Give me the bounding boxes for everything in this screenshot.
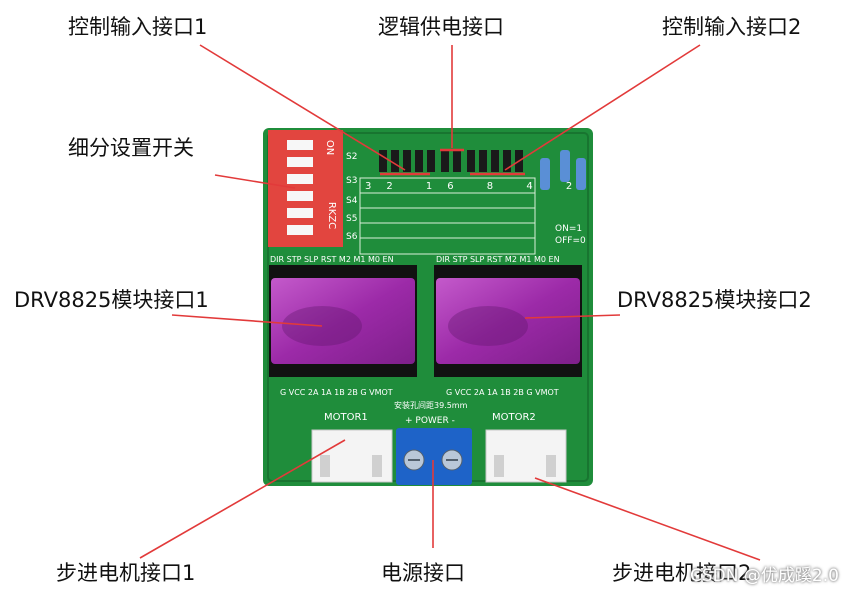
label-microstep-switch: 细分设置开关 bbox=[68, 136, 194, 160]
dip-on-label: ON bbox=[324, 139, 336, 156]
silk-pins-bottom-2: G VCC 2A 1A 1B 2B G VMOT bbox=[446, 388, 559, 397]
silk-motor2: MOTOR2 bbox=[492, 412, 536, 423]
label-drv-2: DRV8825模块接口2 bbox=[617, 288, 812, 312]
dip-brand: RKZC bbox=[326, 201, 338, 230]
power-terminal bbox=[396, 428, 472, 485]
label-motor-port-1: 步进电机接口1 bbox=[56, 561, 196, 585]
silk-s6: S6 bbox=[346, 232, 358, 242]
label-ctrl-input-2: 控制输入接口2 bbox=[662, 15, 802, 39]
silk-pins-bottom-1: G VCC 2A 1A 1B 2B G VMOT bbox=[280, 388, 393, 397]
motor2-connector bbox=[485, 429, 567, 483]
silk-s5: S5 bbox=[346, 214, 358, 224]
drv-socket-1 bbox=[269, 265, 417, 377]
silk-power: + POWER - bbox=[405, 416, 455, 426]
silk-pins-top-1: DIR STP SLP RST M2 M1 M0 EN bbox=[270, 255, 394, 264]
silk-table-head: 32 16 8 4 2 1 bbox=[365, 181, 627, 192]
dip-switch bbox=[268, 130, 343, 247]
label-drv-1: DRV8825模块接口1 bbox=[14, 288, 209, 312]
motor1-connector bbox=[311, 429, 393, 483]
silk-mount-hole: 安装孔间距39.5mm bbox=[394, 401, 468, 410]
silk-on-off-2: OFF=0 bbox=[555, 236, 586, 246]
silk-motor1: MOTOR1 bbox=[324, 412, 368, 423]
drv-socket-2 bbox=[434, 265, 582, 377]
silk-table-grid bbox=[359, 177, 536, 255]
label-logic-power: 逻辑供电接口 bbox=[378, 15, 504, 39]
label-ctrl-input-1: 控制输入接口1 bbox=[68, 15, 208, 39]
label-motor-port-2: 步进电机接口2 bbox=[612, 561, 752, 585]
silk-on-off-1: ON=1 bbox=[555, 224, 583, 234]
silk-s2: S2 bbox=[346, 152, 358, 162]
label-power-port: 电源接口 bbox=[381, 561, 465, 585]
watermark: CSDN @优成蹊2.0 bbox=[690, 566, 839, 586]
leader-lines bbox=[139, 44, 761, 561]
silk-s3: S3 bbox=[346, 176, 358, 186]
silk-s4: S4 bbox=[346, 196, 358, 206]
pcb-board bbox=[263, 128, 593, 486]
silk-pins-top-2: DIR STP SLP RST M2 M1 M0 EN bbox=[436, 255, 560, 264]
resistors bbox=[540, 150, 586, 190]
